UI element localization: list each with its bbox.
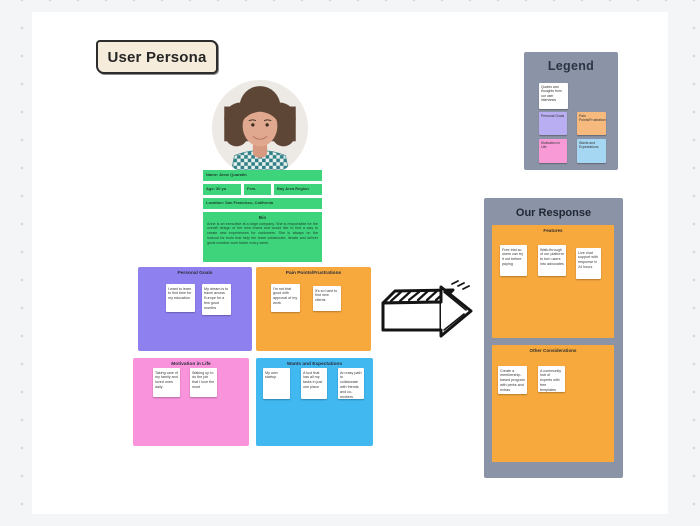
persona-region-field[interactable]: Bay Area Region (274, 184, 322, 195)
quadrant-personal-goals[interactable]: Personal Goals I want to learn to find t… (138, 267, 252, 351)
persona-location-field[interactable]: Location: San Francisco, California (203, 198, 322, 209)
legend-item-wants[interactable]: Wants and Expectations (577, 139, 606, 163)
board-title-card[interactable]: User Persona (96, 40, 218, 74)
persona-name-field[interactable]: Name: Anne Quaratin (203, 170, 322, 181)
legend-item-motivation[interactable]: Motivation in Life (539, 139, 567, 163)
sticky-note[interactable]: Walk-through of our platform to turn use… (538, 245, 566, 276)
sticky-note[interactable]: Live chat support with response in 24 ho… (576, 248, 601, 279)
persona-avatar[interactable] (212, 80, 308, 176)
our-response-panel[interactable]: Our Response Features Free trial so user… (484, 198, 623, 478)
response-section-features[interactable]: Features Free trial so users can try it … (492, 225, 614, 338)
sticky-note[interactable]: A community hub of experts with free tem… (538, 366, 565, 392)
sticky-note[interactable]: Waking up to do the job that I love the … (190, 368, 217, 397)
legend-item-pain-points[interactable]: Pain Points/Frustrations (577, 112, 606, 135)
sticky-note[interactable]: I'm not that good with approval of my wo… (271, 284, 300, 312)
sticky-note[interactable]: Taking care of my family and loved ones … (153, 368, 180, 397)
sticky-note[interactable]: Free trial so users can try it out befor… (500, 245, 527, 276)
legend-item-personal-goals[interactable]: Personal Goals (539, 112, 567, 135)
quadrant-pain-points[interactable]: Pain Points/Frustrations I'm not that go… (256, 267, 371, 351)
arrow-right-drawing[interactable] (378, 278, 474, 344)
legend-item-quotes[interactable]: Quotes and thoughts from our user interv… (539, 83, 568, 109)
quadrant-title: Wants and Expectations (286, 362, 343, 367)
board-title-label: User Persona (107, 48, 207, 66)
whiteboard-canvas[interactable]: User Persona (32, 12, 668, 514)
bio-text: Anne is an executive at a large company.… (207, 221, 318, 245)
legend-panel[interactable]: Legend Quotes and thoughts from our user… (524, 52, 618, 170)
sticky-note[interactable]: My dream is to travel across Europe for … (202, 284, 231, 315)
quadrant-title: Personal Goals (177, 271, 213, 276)
persona-age-field[interactable]: Age: 30 yo (203, 184, 241, 195)
response-section-title: Features (543, 228, 563, 233)
persona-sex-field[interactable]: Fem. (244, 184, 271, 195)
persona-info-block[interactable]: Name: Anne Quaratin Age: 30 yo Fem. Bay … (203, 170, 322, 262)
sticky-note[interactable]: My own startup (263, 368, 290, 399)
sticky-note[interactable]: A tool that has all my tasks in just one… (301, 368, 327, 399)
persona-bio-card[interactable]: Bio Anne is an executive at a large comp… (203, 212, 322, 262)
quadrant-wants-expectations[interactable]: Wants and Expectations My own startup A … (256, 358, 373, 446)
sticky-note[interactable]: It's so hard to find new clients (313, 286, 341, 311)
quadrant-motivation[interactable]: Motivation in Life Taking care of my fam… (133, 358, 249, 446)
arrow-right-icon (381, 280, 473, 338)
persona-photo-icon (212, 80, 308, 176)
quadrant-title: Motivation in Life (171, 362, 211, 367)
legend-title: Legend (547, 59, 595, 73)
response-section-other[interactable]: Other Considerations Create a membership… (492, 345, 614, 462)
our-response-title: Our Response (515, 207, 592, 219)
sticky-note[interactable]: I want to learn to find time for my educ… (166, 284, 195, 312)
sticky-note[interactable]: An easy path to collaborate with friends… (338, 368, 364, 399)
response-section-title: Other Considerations (529, 348, 577, 353)
quadrant-title: Pain Points/Frustrations (285, 271, 342, 276)
bio-title: Bio (258, 215, 267, 220)
sticky-note[interactable]: Create a membership-based program with p… (498, 366, 527, 394)
